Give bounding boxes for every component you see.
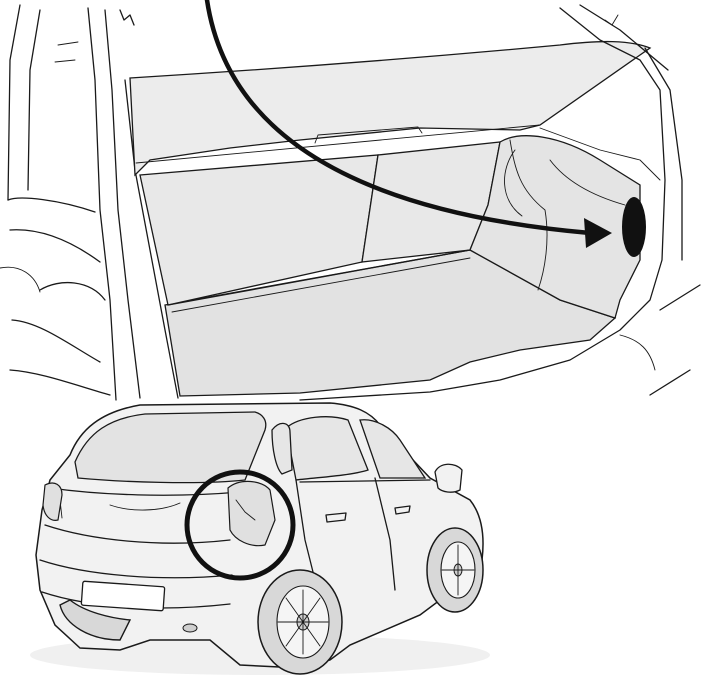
tail-lamp-right bbox=[228, 481, 275, 545]
license-plate bbox=[81, 581, 164, 611]
exhaust-pipe bbox=[183, 624, 197, 632]
tail-lamp-left bbox=[43, 483, 62, 520]
front-wheel bbox=[427, 528, 483, 612]
side-mirror bbox=[435, 464, 462, 492]
car-rear-view bbox=[30, 403, 490, 675]
rear-wheel bbox=[258, 570, 342, 674]
target-cover-highlight bbox=[622, 197, 646, 257]
trunk-interior-view bbox=[0, 5, 700, 400]
